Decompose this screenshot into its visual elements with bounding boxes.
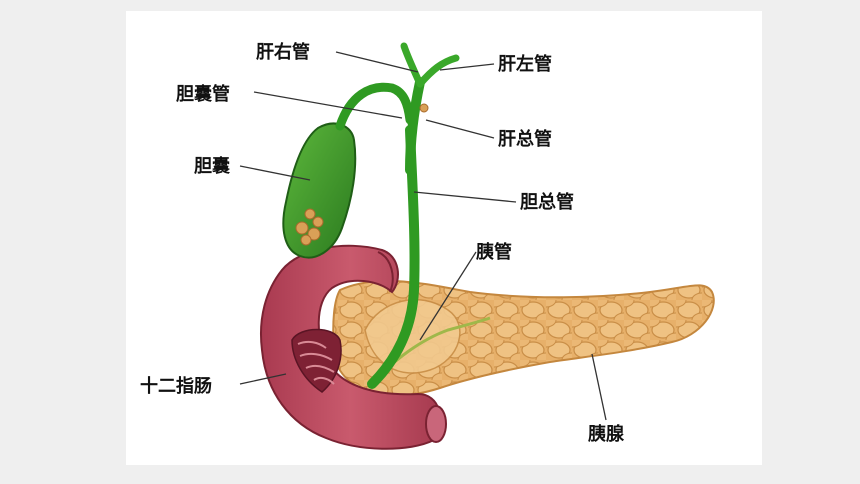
gallstones — [295, 208, 324, 246]
label-pancreas: 胰腺 — [587, 423, 625, 445]
label-cystic-duct: 胆囊管 — [175, 83, 230, 105]
duct-stone — [419, 103, 429, 113]
label-common-hepatic-duct: 肝总管 — [498, 128, 552, 150]
label-right-hepatic-duct: 肝右管 — [256, 41, 310, 63]
label-duodenum: 十二指肠 — [140, 375, 212, 397]
label-pancreatic-duct: 胰管 — [475, 241, 512, 263]
duodenum-folds — [297, 340, 335, 385]
duodenum-inner — [291, 328, 342, 393]
label-left-hepatic-duct: 肝左管 — [498, 53, 552, 75]
common-bile-duct — [367, 125, 420, 389]
cystic-duct — [335, 82, 415, 131]
diagram-panel — [126, 11, 762, 465]
label-common-bile-duct: 胆总管 — [519, 191, 574, 213]
duodenum-shape — [260, 244, 442, 450]
left-hepatic-duct — [416, 54, 460, 88]
right-hepatic-duct — [400, 42, 424, 88]
label-gallbladder: 胆囊 — [193, 155, 231, 177]
duodenum-opening — [425, 405, 447, 443]
